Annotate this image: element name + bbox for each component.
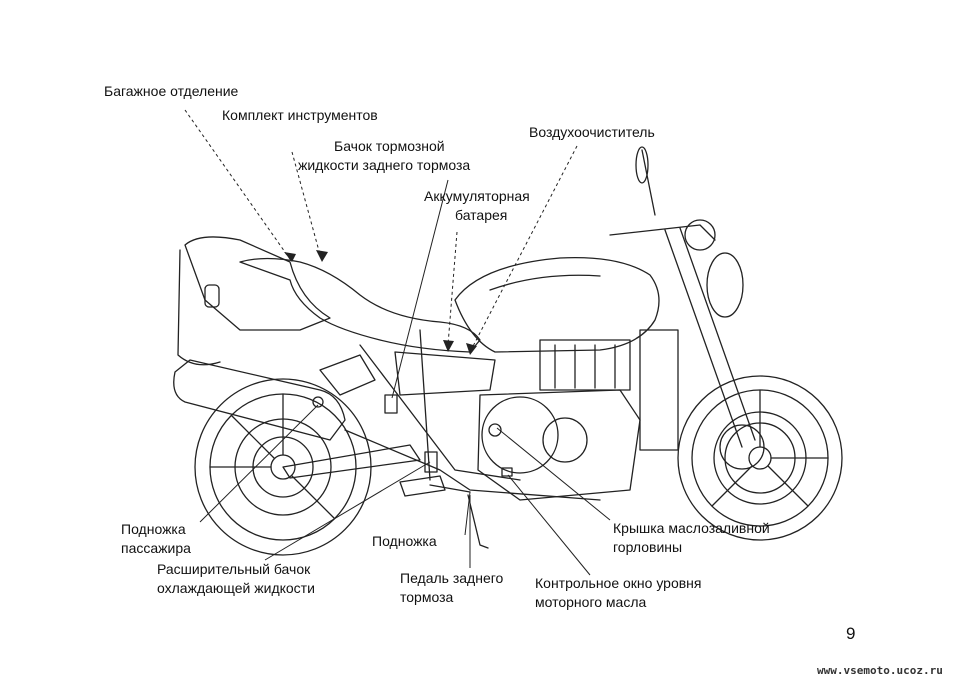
engine-cover [481,396,559,474]
label-oil-inspection-window-line1: Контрольное окно уровня [535,575,702,591]
label-rear-brake-pedal-line2: тормоза [400,589,454,605]
arrow-luggage [284,252,296,262]
leader-lines [184,109,611,576]
leader-coolant-reserve [264,461,431,561]
rear-brake-reservoir [384,394,398,414]
gauge-cluster [684,219,716,251]
label-battery-line1: Аккумуляторная [424,188,530,204]
page-number: 9 [846,624,856,643]
rear-fender [177,249,221,366]
headlight [706,252,744,318]
brake-pedal [429,484,471,493]
leader-passenger-footpeg [199,404,319,523]
label-footpeg: Подножка [372,533,437,549]
rear-cowl [184,236,331,331]
frame-down [419,329,431,481]
arrow-air-filter [466,343,477,355]
label-air-filter: Воздухоочиститель [529,124,655,140]
label-passenger-footpeg-line2: пассажира [121,540,191,556]
leader-toolkit [291,151,323,263]
seat [239,257,481,353]
leader-rear-brake-reservoir [391,179,449,399]
leader-air-filter [469,145,578,353]
radiator [639,329,679,451]
handlebar [609,224,716,241]
label-oil-inspection-window-line2: моторного масла [535,594,647,610]
mirror-stem [641,149,656,216]
label-coolant-reserve-line2: охлаждающей жидкости [157,580,315,596]
passenger-footpeg-bracket [319,354,376,396]
frame-rail [359,344,521,481]
label-coolant-reserve-line1: Расширительный бачок [157,561,311,577]
label-passenger-footpeg-line1: Подножка [121,521,186,537]
label-luggage-compartment: Багажное отделение [104,83,239,99]
clutch-cover [542,417,588,463]
muffler [173,359,346,441]
leader-battery [447,231,458,346]
front-wheel [677,375,843,541]
cylinders [539,339,631,391]
watermark: www.vsemoto.ucoz.ru [817,664,943,677]
tail-light [204,284,220,308]
leader-footpeg [464,491,471,536]
swingarm [282,444,421,479]
leader-oil-filler-cap [496,427,611,521]
label-oil-filler-cap-line2: горловины [613,539,683,555]
arrow-heads [284,250,477,355]
side-stand [467,494,489,549]
label-toolkit: Комплект инструментов [222,107,378,123]
leader-luggage [184,109,293,263]
passenger-footpeg [312,396,324,408]
mirror [635,146,649,184]
front-fork-1 [664,229,743,448]
label-rear-brake-pedal-line1: Педаль заднего [400,570,504,586]
label-oil-filler-cap-line1: Крышка маслозаливной [613,520,770,536]
label-rear-brake-reservoir-line2: жидкости заднего тормоза [298,157,471,173]
front-fork-2 [679,227,756,441]
oil-inspection-window [501,467,513,477]
label-battery-line2: батарея [455,207,508,223]
rider-footpeg [399,475,446,497]
arrow-battery [443,340,454,352]
leader-oil-inspection-window [507,474,591,576]
fuel-tank [454,256,660,353]
side-cover [394,351,496,396]
arrow-toolkit [316,250,328,262]
label-rear-brake-reservoir-line1: Бачок тормозной [334,138,445,154]
engine [477,389,641,501]
tank-crease [489,274,601,291]
oil-filler-cap [488,423,502,437]
exhaust-pipe [344,429,601,501]
coolant-reserve-tank [424,451,438,473]
